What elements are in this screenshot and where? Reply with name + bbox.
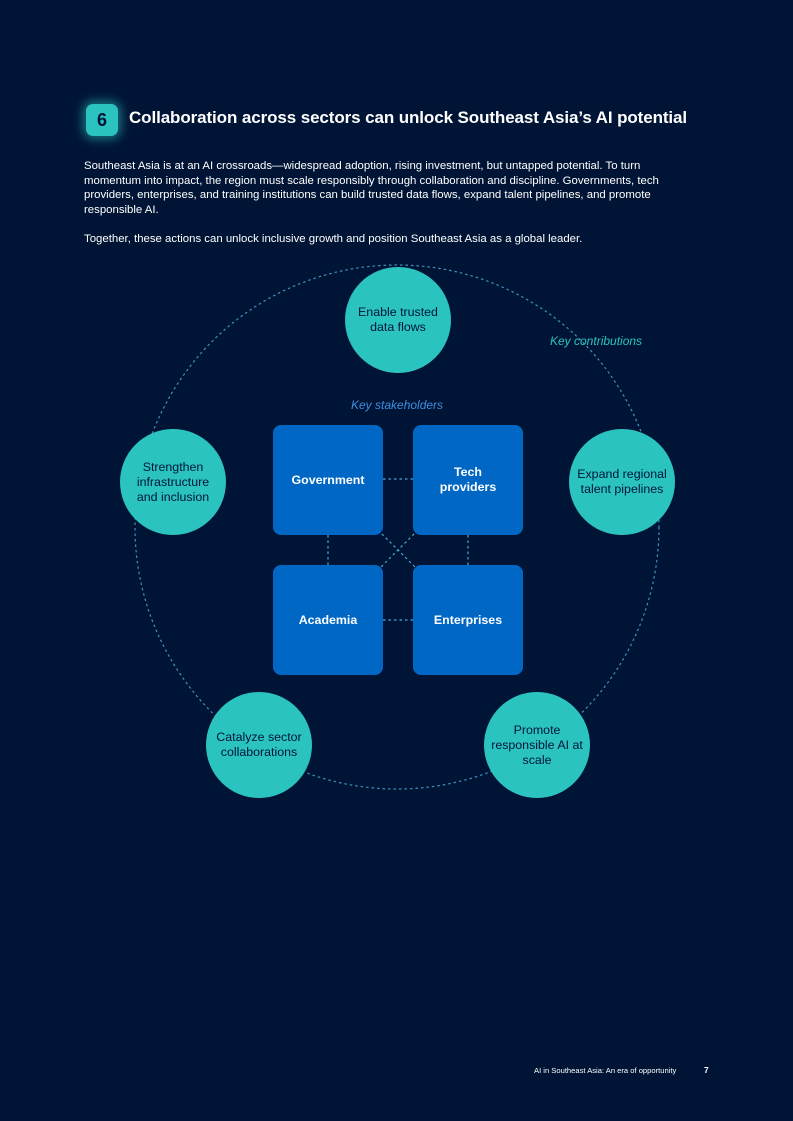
- stakeholder-enterprises: Enterprises: [413, 565, 523, 675]
- page-title: Collaboration across sectors can unlock …: [129, 108, 688, 127]
- footer-publication-title: AI in Southeast Asia: An era of opportun…: [534, 1066, 677, 1075]
- intro-paragraph: Southeast Asia is at an AI crossroads—wi…: [84, 160, 659, 216]
- section-number-badge: 6: [86, 104, 118, 136]
- stakeholder-government: Government: [273, 425, 383, 535]
- stakeholder-tech-providers: Tech providers: [413, 425, 523, 535]
- closing-paragraph: Together, these actions can unlock inclu…: [84, 233, 583, 245]
- contribution-enable-data-flows: Enable trusted data flows: [345, 267, 451, 373]
- key-stakeholders-label: Key stakeholders: [351, 398, 444, 412]
- contribution-expand-talent: Expand regional talent pipelines: [569, 429, 675, 535]
- contribution-promote-responsible-ai: Promote responsible AI at scale: [484, 692, 590, 798]
- page-number: 7: [704, 1065, 709, 1075]
- link-tech-academia: [377, 529, 419, 571]
- contribution-strengthen-infrastructure: Strengthen infrastructure and inclusion: [120, 429, 226, 535]
- stakeholder-academia: Academia: [273, 565, 383, 675]
- key-contributions-label: Key contributions: [550, 334, 643, 348]
- contribution-catalyze-collaborations: Catalyze sector collaborations: [206, 692, 312, 798]
- contributions-ring: [134, 264, 660, 790]
